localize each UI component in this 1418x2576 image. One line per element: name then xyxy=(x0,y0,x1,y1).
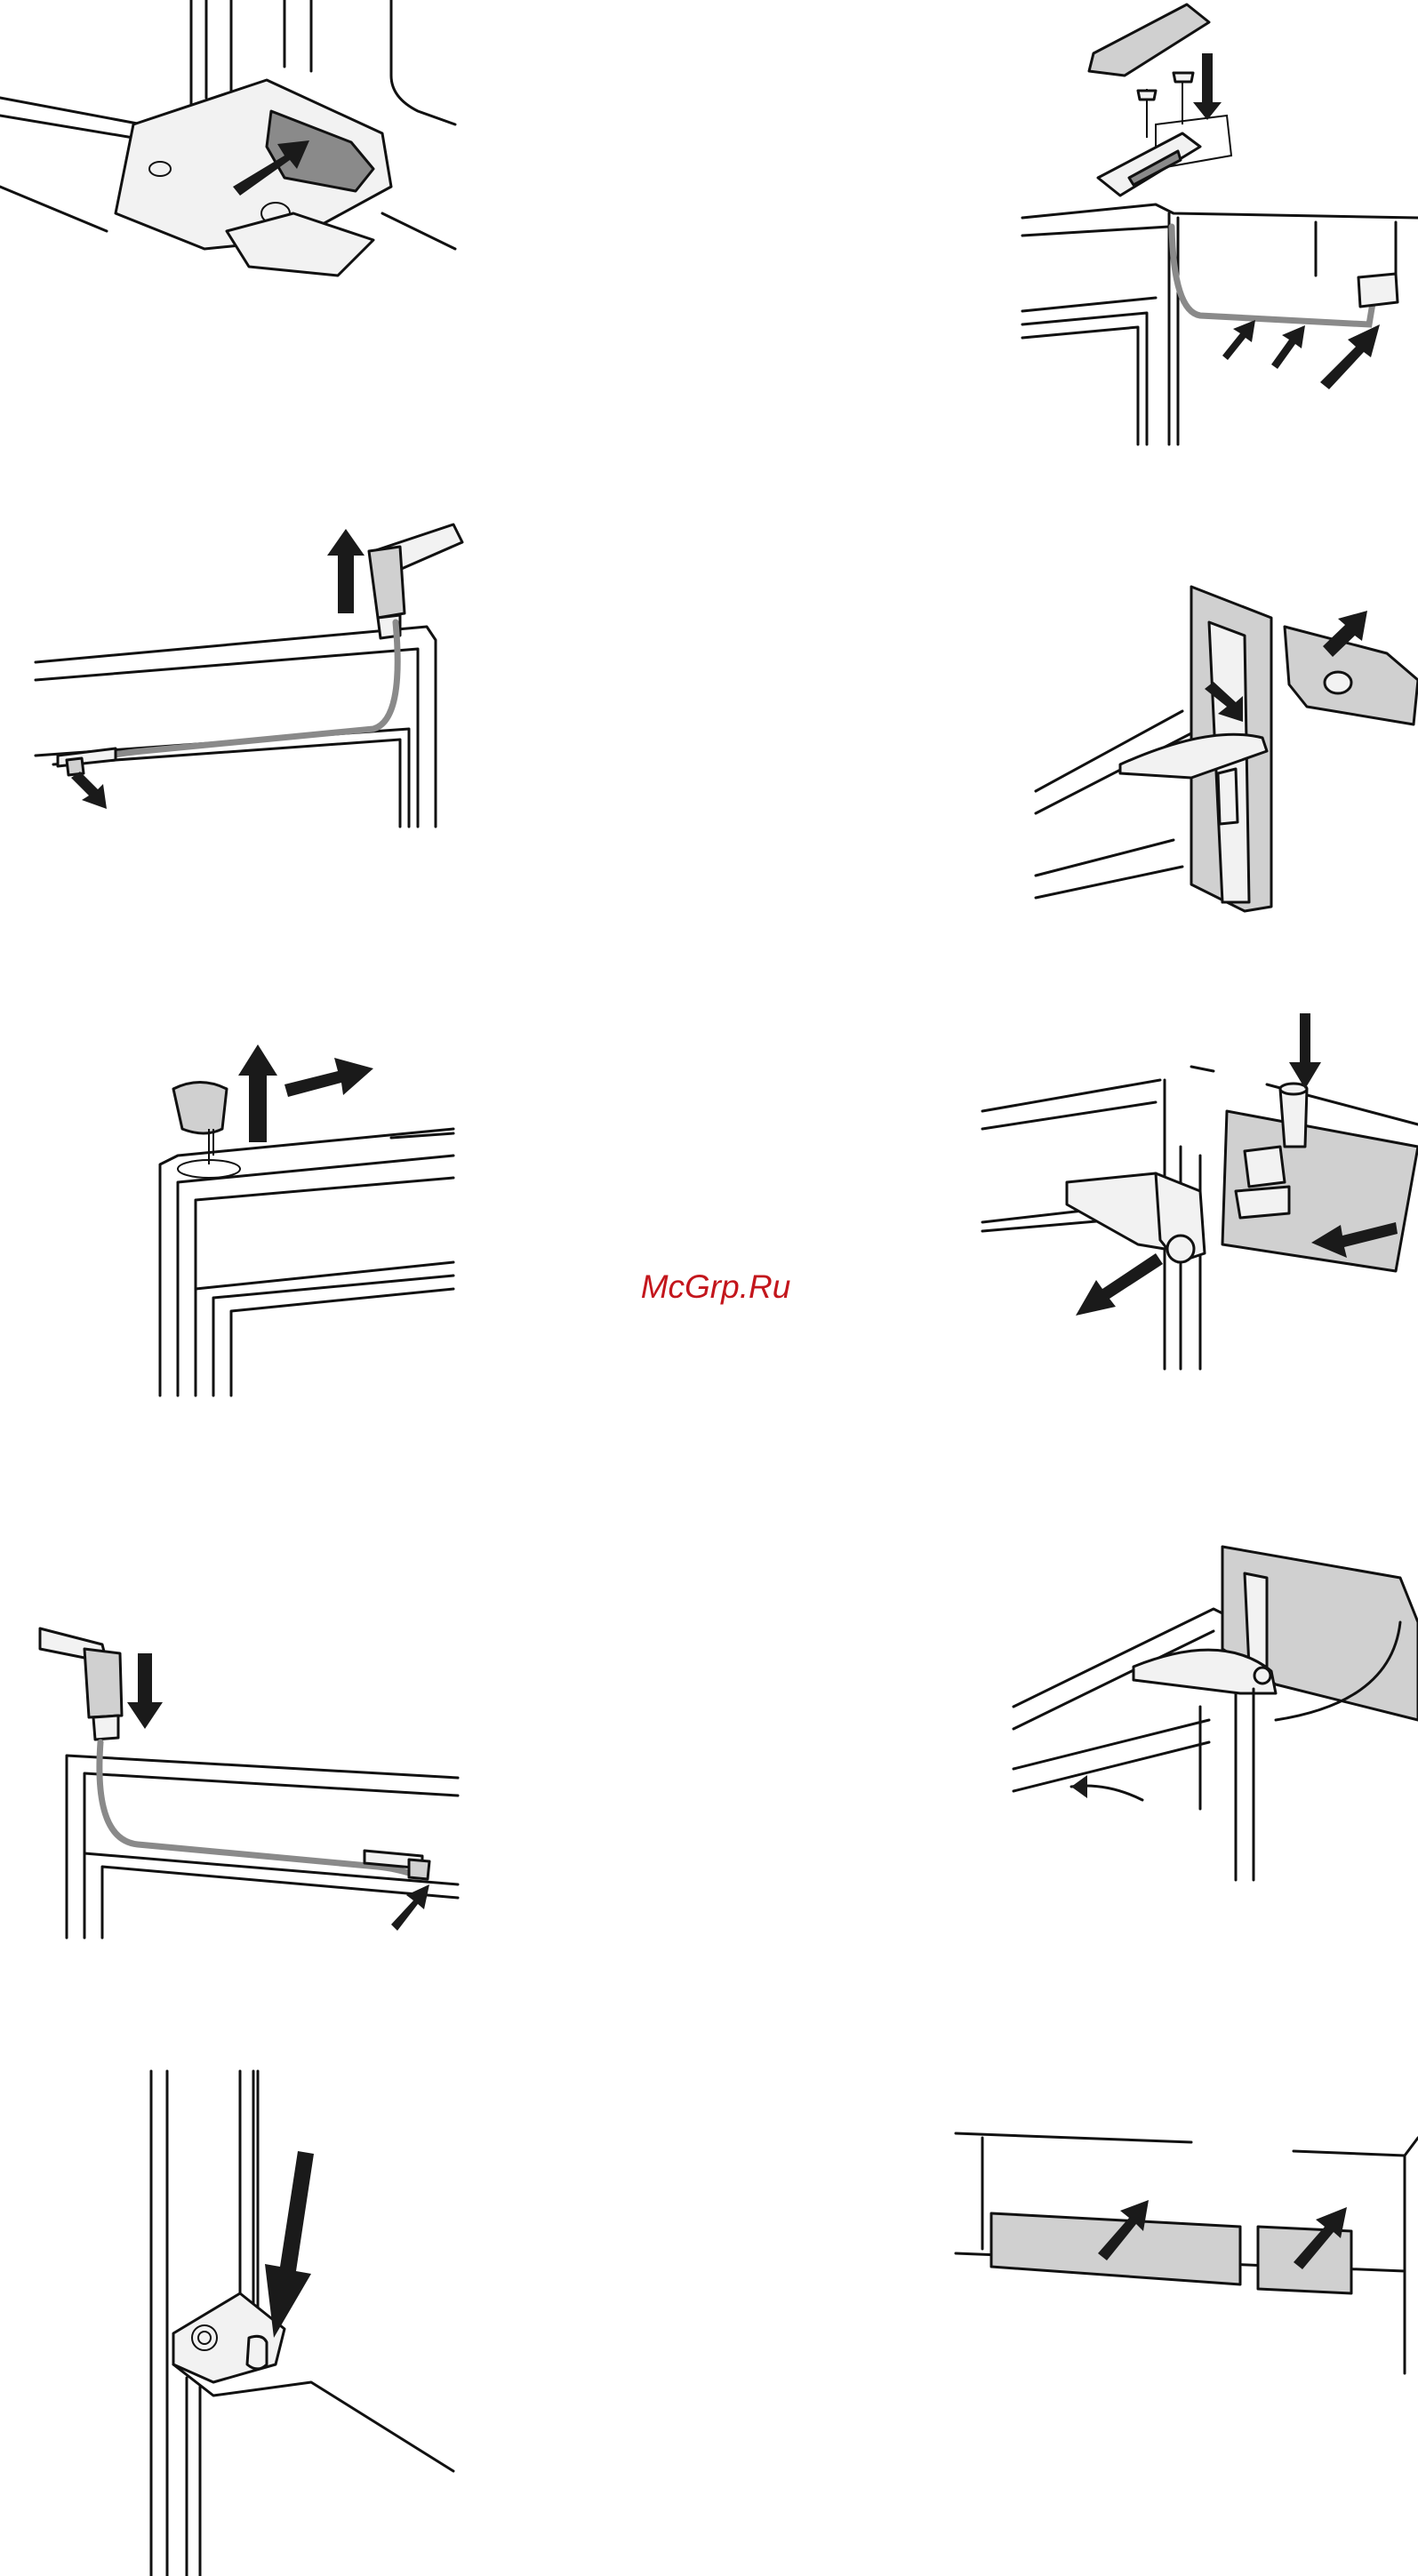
figure-right-3 xyxy=(978,1013,1418,1369)
figure-right-4 xyxy=(1009,1542,1418,1880)
hinge-screw-cover-icon xyxy=(1022,0,1418,453)
hinge-lift-cable-unplug-icon xyxy=(36,507,462,836)
figure-left-5 xyxy=(133,2071,453,2576)
figure-right-5 xyxy=(951,2084,1418,2373)
cover-panels-insert-icon xyxy=(951,2084,1418,2373)
figure-left-2 xyxy=(36,507,462,836)
figure-left-4 xyxy=(40,1618,458,1938)
hinge-cover-remove-icon xyxy=(1031,582,1418,916)
door-lower-onto-hinge-icon xyxy=(133,2071,453,2576)
door-swing-open-icon xyxy=(1009,1542,1418,1880)
watermark-text: McGrp.Ru xyxy=(622,1262,809,1312)
figure-left-3 xyxy=(142,1022,458,1396)
figure-right-1 xyxy=(1022,0,1418,453)
figure-left-1 xyxy=(0,0,455,293)
hinge-pin-insert-icon xyxy=(978,1013,1418,1369)
figure-right-2 xyxy=(1031,582,1418,916)
hinge-cap-remove-icon xyxy=(142,1022,458,1396)
hinge-lower-cable-plug-icon xyxy=(40,1618,458,1938)
hinge-cover-insert-icon xyxy=(0,0,455,293)
